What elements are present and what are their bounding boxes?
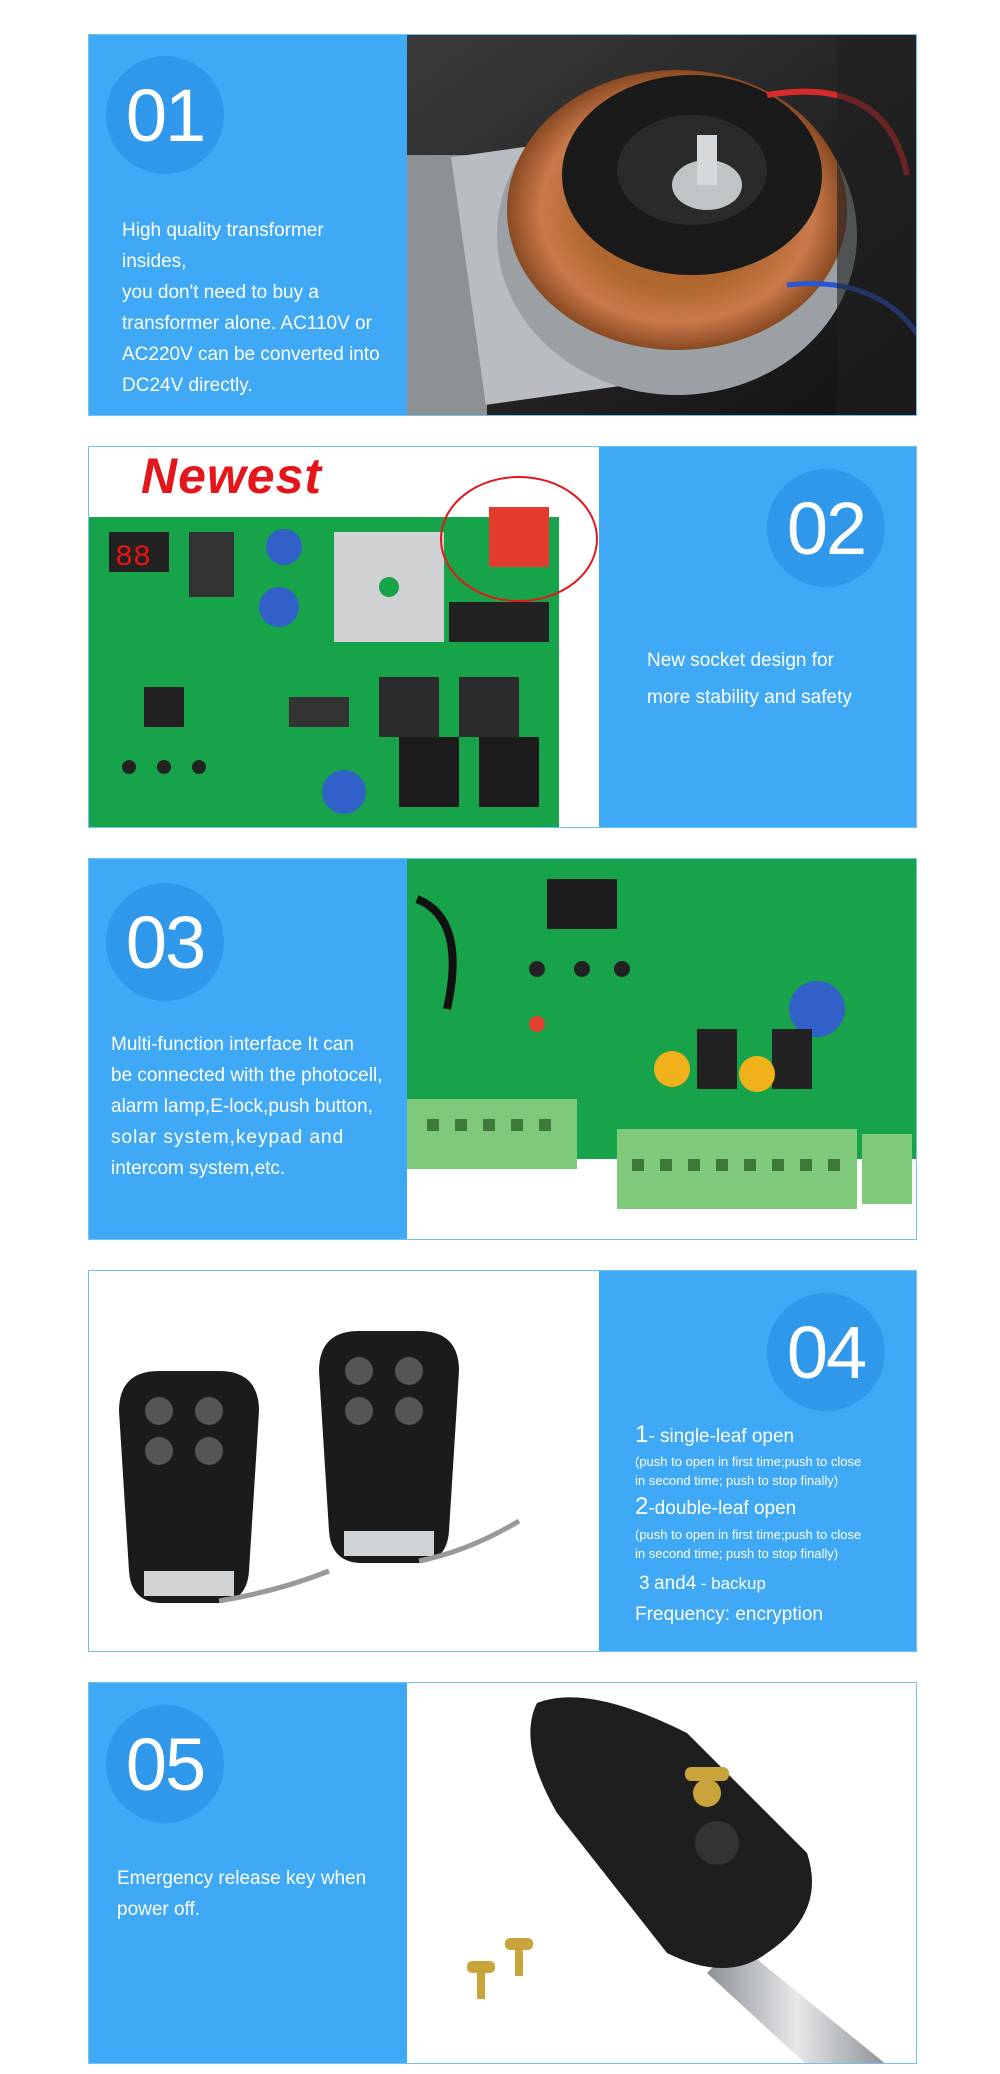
transformer-photo [407, 35, 916, 415]
panel-02-description: New socket design for more stability and… [647, 650, 852, 708]
feature-panel-03: 03 Multi-function interface It can be co… [88, 858, 917, 1240]
panel-01-description: High quality transformer insides, you do… [122, 220, 380, 396]
remote-controls-photo [89, 1271, 599, 1651]
panel-02-text-block: 02 New socket design for more stability … [599, 447, 916, 827]
frequency-info: Frequency: encryption [635, 1604, 823, 1625]
panel-03-text-block: 03 Multi-function interface It can be co… [89, 859, 407, 1239]
interface-board-photo [407, 859, 916, 1239]
panel-05-description: Emergency release key when power off. [117, 1868, 367, 1920]
panel-01-number: 01 [106, 56, 224, 174]
remote-button-functions: 1- single-leaf open (push to open in fir… [635, 1421, 915, 1630]
button-1-function: 1- single-leaf open [635, 1421, 795, 1448]
feature-panel-02: 88 Newest 02 New socket design for mor [88, 446, 917, 828]
svg-text:88: 88 [115, 541, 151, 575]
feature-panel-05: 05 Emergency release key when power off. [88, 1682, 917, 2064]
panel-01-text-block: 01 High quality transformer insides, you… [89, 35, 407, 415]
panel-04-number: 04 [767, 1293, 885, 1411]
panel-02-number: 02 [767, 469, 885, 587]
panel-05-text-block: 05 Emergency release key when power off. [89, 1683, 407, 2063]
circuit-board-photo-newest: 88 Newest [89, 447, 599, 827]
newest-badge: Newest [141, 448, 323, 504]
feature-panel-01: 01 High quality transformer insides, you… [88, 34, 917, 416]
release-key-photo [407, 1683, 916, 2063]
feature-panel-04: 04 1- single-leaf open (push to open in … [88, 1270, 917, 1652]
panel-03-description: Multi-function interface It can be conne… [111, 1034, 383, 1179]
button-3-4-function: 3 and4 - backup [639, 1573, 766, 1594]
button-2-function: 2-double-leaf open [635, 1493, 797, 1520]
panel-03-number: 03 [106, 883, 224, 1001]
panel-04-text-block: 04 1- single-leaf open (push to open in … [599, 1271, 916, 1651]
panel-05-number: 05 [106, 1705, 224, 1823]
